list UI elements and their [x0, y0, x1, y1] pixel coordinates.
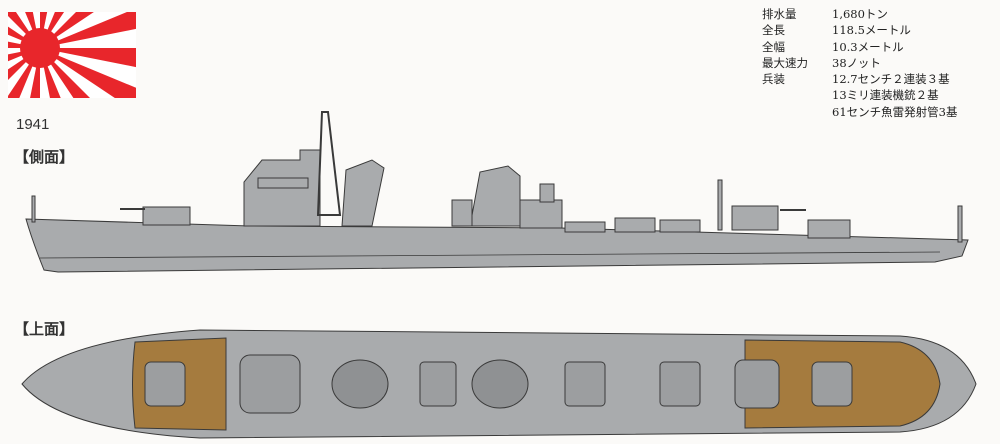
spec-value: 38ノット: [832, 55, 881, 70]
top-view-label: 【上面】: [14, 320, 75, 338]
spec-row: 最大速力 38ノット: [762, 55, 957, 71]
side-view-ship: [25, 111, 969, 273]
spec-label: 最大速力: [762, 55, 808, 70]
spec-label: 全幅: [762, 39, 785, 54]
top-view-ship: [21, 329, 977, 439]
flag-ray: [40, 12, 136, 48]
flag-ray: [40, 48, 136, 98]
spec-row: 全幅 10.3メートル: [762, 39, 957, 55]
side-view-label: 【側面】: [14, 148, 75, 166]
spec-row: 全長 118.5メートル: [762, 22, 957, 38]
spec-value: 12.7センチ２連装３基: [832, 72, 950, 87]
spec-row: 兵装 12.7センチ２連装３基: [762, 71, 957, 87]
spec-row: 13ミリ連装機銃２基: [762, 87, 957, 103]
spec-value: 1,680トン: [832, 7, 888, 21]
spec-value: 118.5メートル: [832, 23, 911, 38]
spec-label: 排水量: [762, 7, 797, 21]
flag-ray: [25, 12, 40, 48]
spec-value: 10.3メートル: [832, 39, 904, 54]
flag-ray: [40, 48, 136, 68]
year-label: 1941: [16, 116, 50, 133]
rising-sun-flag-icon: [8, 12, 136, 98]
spec-row: 61センチ魚雷発射管3基: [762, 104, 957, 120]
spec-label: 兵装: [762, 72, 785, 87]
specifications-table: 排水量 1,680トン 全長 118.5メートル 全幅 10.3メートル 最大速力 38…: [762, 6, 957, 120]
spec-row: 排水量 1,680トン: [762, 6, 957, 22]
spec-value: 61センチ魚雷発射管3基: [832, 104, 958, 119]
spec-label: 全長: [762, 23, 785, 38]
spec-value: 13ミリ連装機銃２基: [832, 88, 939, 103]
